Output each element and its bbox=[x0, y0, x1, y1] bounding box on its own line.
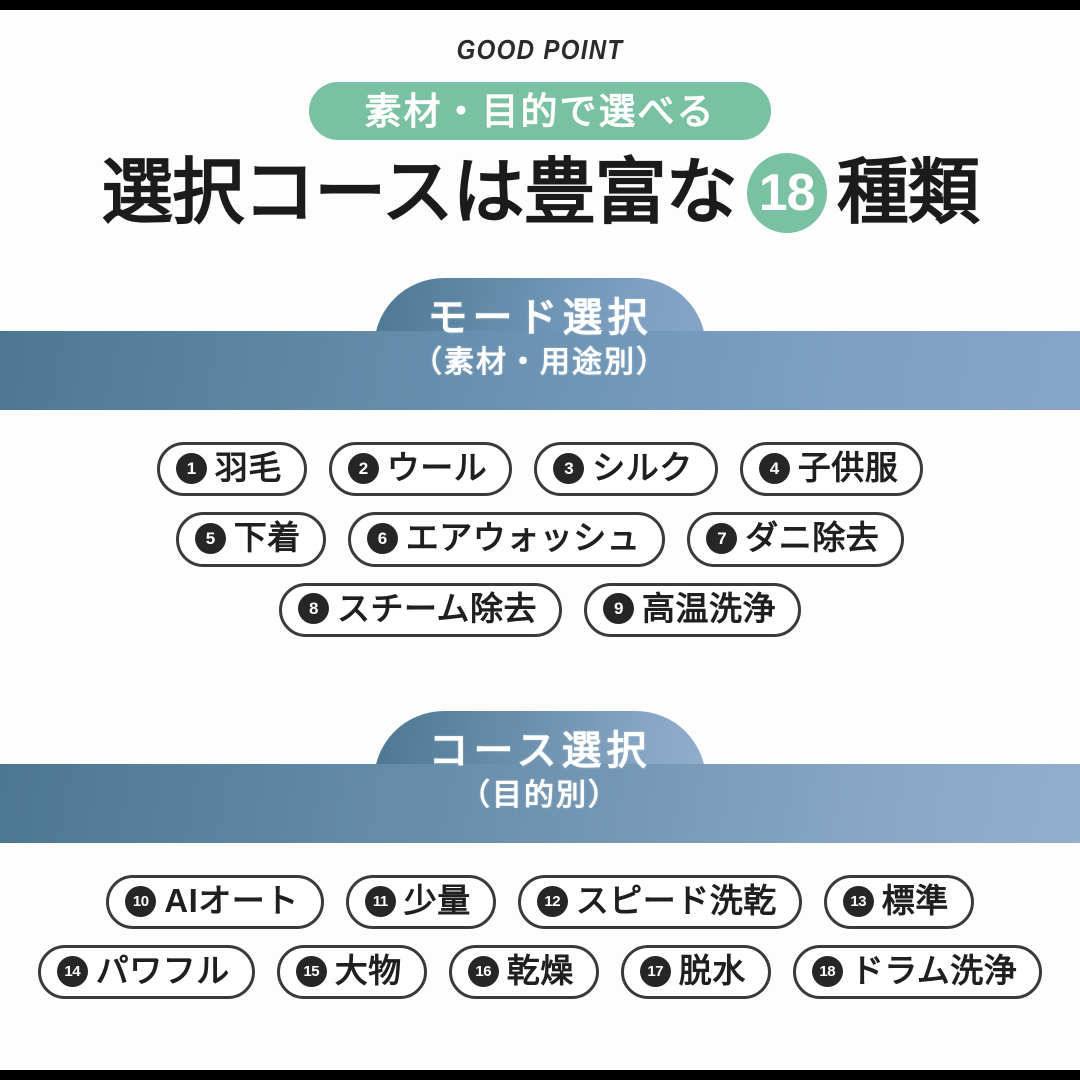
section-spacer bbox=[0, 653, 1080, 711]
chip-number: 1 bbox=[175, 452, 207, 484]
page-title: 選択コースは豊富な 18 種類 bbox=[0, 143, 1080, 243]
chip-course-12[interactable]: 12 スピード洗乾 bbox=[517, 874, 802, 930]
chip-number: 12 bbox=[536, 885, 568, 917]
chip-course-11[interactable]: 11 少量 bbox=[345, 874, 496, 930]
chip-course-14[interactable]: 14 パワフル bbox=[37, 945, 255, 1000]
chip-number: 16 bbox=[467, 955, 499, 987]
chip-number: 14 bbox=[56, 955, 88, 987]
chip-label: スチーム除去 bbox=[336, 589, 537, 627]
chip-mode-8[interactable]: 8 スチーム除去 bbox=[278, 582, 562, 637]
chip-label: 高温洗浄 bbox=[642, 589, 776, 627]
chip-row: 1 羽毛 2 ウール 3 シルク 4 子供服 bbox=[0, 442, 1080, 497]
count-badge-number: 18 bbox=[758, 164, 816, 222]
chip-number: 5 bbox=[194, 522, 226, 554]
chip-label: AIオート bbox=[164, 881, 299, 919]
chip-mode-4[interactable]: 4 子供服 bbox=[739, 442, 924, 497]
chip-label: 標準 bbox=[881, 881, 949, 919]
chip-course-13[interactable]: 13 標準 bbox=[823, 874, 974, 930]
section-header-course-selection: コース選択 （目的別） bbox=[0, 710, 1080, 853]
chip-label: 脱水 bbox=[678, 952, 746, 990]
chip-mode-3[interactable]: 3 シルク bbox=[534, 442, 718, 497]
chip-mode-6[interactable]: 6 エアウォッシュ bbox=[347, 512, 666, 567]
chip-mode-5[interactable]: 5 下着 bbox=[175, 512, 326, 567]
chip-number: 10 bbox=[125, 885, 157, 917]
chip-course-17[interactable]: 17 脱水 bbox=[620, 945, 771, 1000]
chip-label: エアウォッシュ bbox=[405, 519, 641, 557]
subtitle-pill: 素材・目的で選べる bbox=[309, 82, 771, 140]
section-header-mode-selection: モード選択 （素材・用途別） bbox=[0, 278, 1080, 420]
chip-number: 6 bbox=[366, 522, 398, 554]
chip-label: シルク bbox=[592, 449, 693, 486]
chip-group-course-selection: 10 AIオート 11 少量 12 スピード洗乾 13 標準 14 パワフル bbox=[0, 853, 1080, 1000]
chip-number: 2 bbox=[347, 452, 379, 484]
chip-row: 10 AIオート 11 少量 12 スピード洗乾 13 標準 bbox=[0, 874, 1080, 930]
chip-number: 4 bbox=[758, 452, 790, 484]
eyebrow-good-point: GOOD POINT bbox=[456, 34, 624, 65]
chip-course-15[interactable]: 15 大物 bbox=[276, 945, 427, 1000]
chip-course-10[interactable]: 10 AIオート bbox=[106, 874, 324, 930]
chip-number: 15 bbox=[295, 955, 327, 987]
chip-mode-7[interactable]: 7 ダニ除去 bbox=[687, 512, 905, 567]
chip-number: 8 bbox=[297, 593, 329, 625]
chip-mode-9[interactable]: 9 高温洗浄 bbox=[584, 582, 801, 637]
band-bar-mode bbox=[0, 331, 1080, 410]
chip-number: 18 bbox=[811, 955, 843, 987]
chip-group-mode-selection: 1 羽毛 2 ウール 3 シルク 4 子供服 5 下着 6 エ bbox=[0, 420, 1080, 637]
chip-label: スピード洗乾 bbox=[575, 881, 777, 919]
infographic-page: GOOD POINT 素材・目的で選べる 選択コースは豊富な 18 種類 モード… bbox=[0, 10, 1080, 1070]
letterbox-top bbox=[0, 0, 1080, 10]
chip-number: 11 bbox=[364, 885, 396, 917]
band-bar-course bbox=[0, 763, 1080, 843]
chip-label: ドラム洗浄 bbox=[850, 952, 1018, 990]
subtitle-pill-label: 素材・目的で選べる bbox=[364, 90, 716, 132]
chip-label: ウール bbox=[386, 449, 488, 486]
count-badge: 18 bbox=[746, 153, 827, 233]
chip-label: 乾燥 bbox=[506, 952, 574, 990]
chip-number: 7 bbox=[706, 522, 738, 554]
page-title-prefix: 選択コースは豊富な bbox=[101, 153, 737, 233]
letterbox-bottom bbox=[0, 1070, 1080, 1080]
chip-label: 大物 bbox=[334, 952, 402, 990]
chip-row: 14 パワフル 15 大物 16 乾燥 17 脱水 18 ドラム洗浄 bbox=[0, 945, 1080, 1000]
chip-course-18[interactable]: 18 ドラム洗浄 bbox=[792, 945, 1043, 1000]
chip-row: 8 スチーム除去 9 高温洗浄 bbox=[0, 582, 1080, 637]
chip-label: 少量 bbox=[403, 881, 471, 919]
chip-label: ダニ除去 bbox=[745, 519, 880, 557]
header: GOOD POINT 素材・目的で選べる 選択コースは豊富な 18 種類 bbox=[0, 10, 1080, 278]
chip-number: 9 bbox=[603, 593, 634, 625]
page-title-suffix: 種類 bbox=[836, 153, 980, 233]
chip-number: 13 bbox=[842, 885, 874, 917]
chip-course-16[interactable]: 16 乾燥 bbox=[448, 945, 599, 1000]
chip-mode-1[interactable]: 1 羽毛 bbox=[156, 442, 307, 497]
chip-row: 5 下着 6 エアウォッシュ 7 ダニ除去 bbox=[0, 512, 1080, 567]
chip-label: 下着 bbox=[233, 519, 301, 557]
chip-number: 17 bbox=[639, 955, 671, 987]
chip-label: 羽毛 bbox=[214, 449, 282, 486]
chip-mode-2[interactable]: 2 ウール bbox=[328, 442, 513, 497]
chip-label: 子供服 bbox=[797, 449, 899, 486]
chip-label: パワフル bbox=[95, 952, 230, 990]
chip-number: 3 bbox=[553, 452, 585, 484]
